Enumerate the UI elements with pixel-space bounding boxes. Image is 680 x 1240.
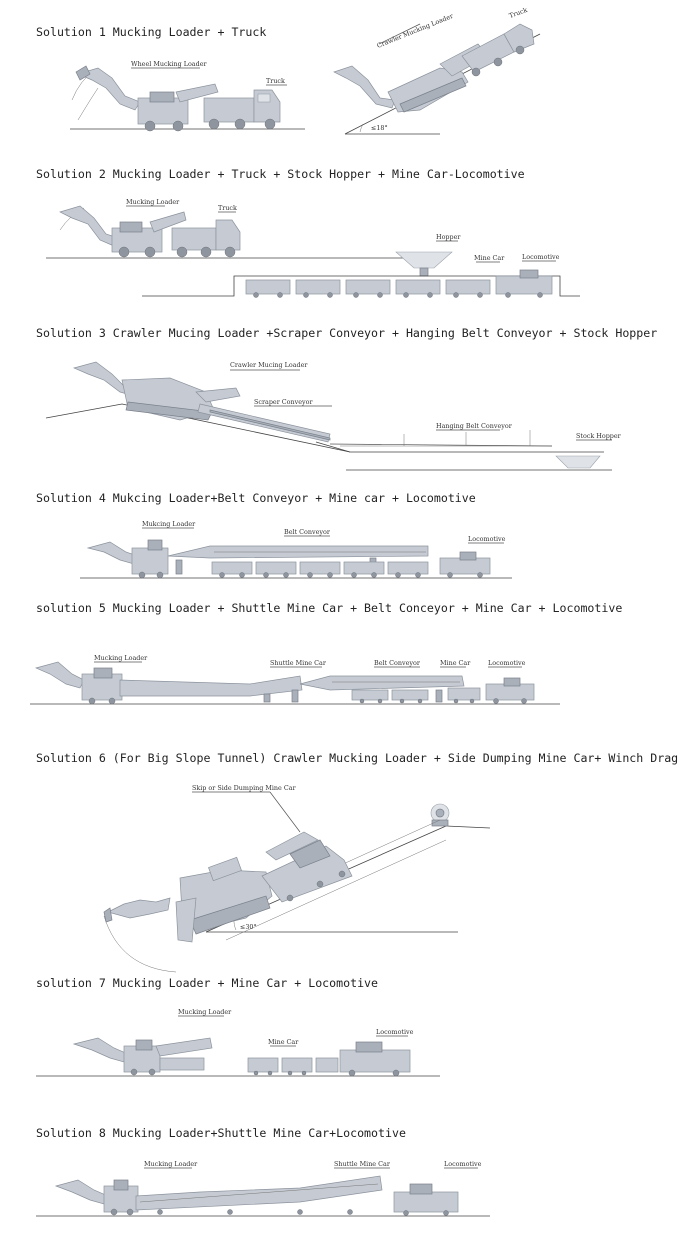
mucking-loader-7 <box>72 1037 213 1076</box>
label-crawler-mucking-loader: Crawler Mucking Loader <box>376 12 455 50</box>
label-locomotive-4: Locomotive <box>468 535 506 543</box>
label-hopper: Hopper <box>436 233 461 241</box>
label-shuttle-mine-car-5: Shuttle Mine Car <box>270 659 327 667</box>
label-mucking-loader-5: Mucking Loader <box>94 654 148 662</box>
crawler-mucking-loader-6 <box>103 856 273 943</box>
lower-track-line <box>142 275 580 297</box>
label-locomotive-8: Locomotive <box>444 1160 482 1168</box>
label-mine-car-2: Mine Car <box>474 254 505 262</box>
locomotive-2 <box>495 269 553 298</box>
label-mine-car-7: Mine Car <box>268 1038 299 1046</box>
truck-1 <box>203 89 281 130</box>
solution-6-heading: Solution 6 (For Big Slope Tunnel) Crawle… <box>36 751 679 765</box>
mucking-loader-2 <box>59 205 187 258</box>
solution-8-diagram: Mucking Loader Shuttle Mine Car Locomoti… <box>36 1160 490 1217</box>
label-mucking-loader-8: Mucking Loader <box>144 1160 198 1168</box>
hanging-belt-conveyor <box>329 430 553 447</box>
solution-2-diagram: Mucking Loader Truck Hopper <box>46 198 580 298</box>
shuttle-mine-car-5 <box>119 675 303 703</box>
truck-3 <box>171 219 241 258</box>
label-mine-car-5: Mine Car <box>440 659 471 667</box>
crawler-mucking-loader-1 <box>333 43 489 113</box>
label-wheel-mucking-loader: Wheel Mucking Loader <box>131 60 207 68</box>
stock-hopper-3 <box>555 455 601 469</box>
mucking-loader-8 <box>54 1179 139 1216</box>
slope-profile-line <box>45 403 552 453</box>
solution-3-diagram: Crawler Mucing Loader Scraper Conveyor H… <box>45 361 622 471</box>
solution-4-diagram: Mukcing Loader Belt Conveyor Locomotive <box>80 520 512 579</box>
truck-2 <box>461 23 535 77</box>
label-mucking-loader-2: Mucking Loader <box>126 198 180 206</box>
wheel-mucking-loader <box>75 65 219 132</box>
shuttle-mine-car-8 <box>135 1175 383 1215</box>
label-angle-30: ≤30° <box>240 923 257 931</box>
label-crawler-mucing-loader: Crawler Mucing Loader <box>230 361 308 369</box>
side-dumping-mine-car <box>261 831 353 903</box>
solution-1-heading: Solution 1 Mucking Loader + Truck <box>36 25 267 39</box>
mucking-loader-5 <box>34 661 123 705</box>
label-truck-b: Truck <box>508 6 529 20</box>
solution-5-heading: solution 5 Mucking Loader + Shuttle Mine… <box>36 601 623 615</box>
solution-7-heading: solution 7 Mucking Loader + Mine Car + L… <box>36 976 379 990</box>
solution-5-diagram: Mucking Loader Shuttle Mine Car Belt Con… <box>30 654 560 705</box>
locomotive-7 <box>339 1041 411 1077</box>
solution-6-diagram: Skip or Side Dumping Mine Car ≤30° <box>103 784 491 973</box>
label-locomotive-2: Locomotive <box>522 253 560 261</box>
label-locomotive-7: Locomotive <box>376 1028 414 1036</box>
scraper-conveyor <box>197 403 331 443</box>
belt-conveyor-5 <box>299 675 465 703</box>
label-shuttle-mine-car-8: Shuttle Mine Car <box>334 1160 391 1168</box>
mine-car-train-5 <box>351 687 481 704</box>
stock-hopper-2 <box>395 251 453 277</box>
solution-3-heading: Solution 3 Crawler Mucing Loader +Scrape… <box>36 326 658 340</box>
label-stock-hopper: Stock Hopper <box>576 432 622 440</box>
label-hanging-belt-conveyor: Hanging Belt Conveyor <box>436 422 513 430</box>
label-belt-conveyor-4: Belt Conveyor <box>284 528 331 536</box>
crawler-mucking-loader-3 <box>72 361 241 421</box>
solution-8-heading: Solution 8 Mucking Loader+Shuttle Mine C… <box>36 1126 406 1140</box>
label-truck-a: Truck <box>266 77 285 85</box>
locomotive-4 <box>439 551 491 578</box>
label-angle-18: ≤18° <box>371 124 388 132</box>
mine-car-train-2 <box>245 279 491 298</box>
label-skip-side-dumping-mine-car: Skip or Side Dumping Mine Car <box>192 784 297 792</box>
label-truck-2: Truck <box>218 204 237 212</box>
label-locomotive-5: Locomotive <box>488 659 526 667</box>
label-mucking-loader-7: Mucking Loader <box>178 1008 232 1016</box>
locomotive-5 <box>485 677 535 704</box>
solution-7-diagram: Mucking Loader Mine Car Locomotive <box>36 1008 440 1077</box>
locomotive-8 <box>393 1183 459 1216</box>
solution-1-diagram: Wheel Mucking Loader Truck Crawler Mucki… <box>70 6 541 135</box>
label-belt-conveyor-5: Belt Conveyor <box>374 659 421 667</box>
mine-car-train-7 <box>247 1057 339 1076</box>
label-mukcing-loader: Mukcing Loader <box>142 520 196 528</box>
solution-2-heading: Solution 2 Mucking Loader + Truck + Stoc… <box>36 167 525 181</box>
solution-4-heading: Solution 4 Mukcing Loader+Belt Conveyor … <box>36 491 476 505</box>
mine-car-train-4 <box>211 561 429 578</box>
mucking-loader-4 <box>86 539 169 579</box>
label-scraper-conveyor: Scraper Conveyor <box>254 398 313 406</box>
